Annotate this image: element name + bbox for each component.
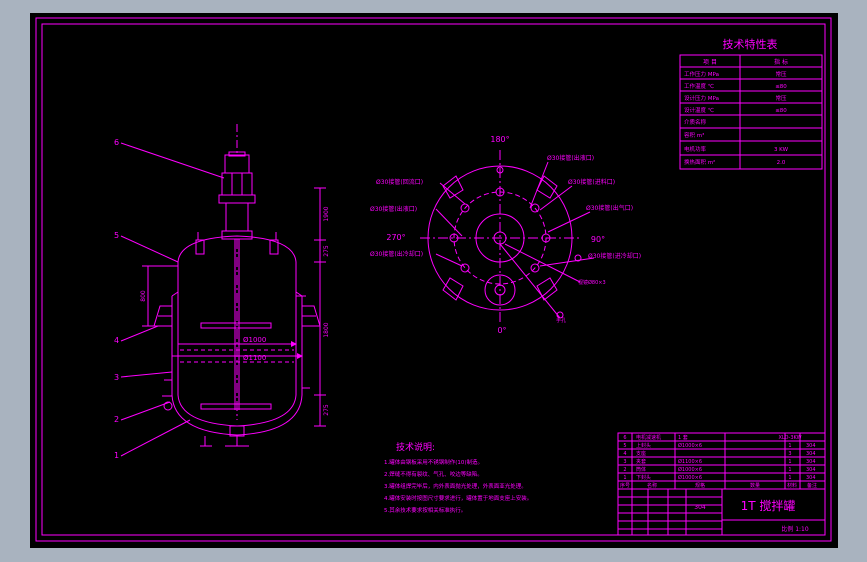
outer-border [35,17,832,542]
part-label-1: 1 [114,451,119,460]
angle-0: 0° [497,326,506,335]
tb-part-mat: 304 [806,467,816,473]
spec-row-value: 2.0 [777,160,786,166]
spec-row-value: 常压 [775,94,787,102]
dim-800: 800 [140,290,147,302]
nozzle-label-6: Ø30接管(出液口) [370,205,417,213]
spec-row-value: 常压 [775,70,787,78]
tb-part-no: 5 [623,443,626,449]
tb-header-cell: 规格 [695,482,705,489]
note-line: 3.罐体组焊完毕后，内外表面抛光处理，外表面亚光处理。 [384,482,527,490]
notes-lines: 1.罐体由钢板采用不锈钢制作(10)制造。 2.焊缝不得有裂纹、气孔、咬边等缺陷。… [384,458,532,514]
dimension-lines [142,187,326,427]
hand-hole-label: 手孔 [556,317,566,324]
tb-part-spec: Ø1000×6 [678,442,702,449]
part-label-5: 5 [114,231,119,240]
spec-header-item: 项 目 [703,59,717,66]
note-line: 1.罐体由钢板采用不锈钢制作(10)制造。 [384,458,483,466]
tb-part-spec: Ø1000×6 [678,466,702,473]
tb-part-qty: 1 [788,443,791,449]
nozzle-label-4: Ø30接管(进冷却口) [588,252,641,260]
tb-part-name: 夹套 [636,458,646,465]
nozzle-label-1: Ø30接管(出液口) [547,154,594,162]
nozzle-label-3: Ø30接管(出气口) [586,204,633,212]
spec-table [679,54,823,170]
nozzle-label-2: Ø30接管(进料口) [568,178,615,186]
drawing-material: 304 [694,504,706,511]
drawing-title: 1T 搅拌罐 [741,498,796,513]
angle-270: 270° [386,233,405,242]
part-leaders [120,142,225,457]
spec-row-label: 介质名称 [684,118,707,126]
spec-row-label: 电机功率 [684,145,707,153]
part-label-2: 2 [114,415,119,424]
notes-title: 技术说明: [396,441,435,453]
tb-header-cell: 序号 [620,482,630,489]
diameter-jacket: Ø1100 [243,354,266,362]
tb-part-no: 2 [623,467,626,473]
drawing-scale: 比例 1:10 [781,525,809,533]
tb-part-name: 下封头 [636,474,651,481]
spec-row-label: 工作压力 MPa [684,70,719,78]
inner-border [41,23,826,536]
tb-part-qty: 1 [788,459,791,465]
spec-table-title: 技术特性表 [723,37,778,51]
tb-part-qty: XLD-3KW [778,435,801,441]
note-line: 4.罐体安装时按图尺寸要求进行，罐体置于地面支座上安装。 [384,494,532,502]
part-label-4: 4 [114,336,119,345]
spec-header-value: 指 标 [774,58,788,66]
dim-1800: 1800 [323,322,330,337]
tank-elevation [153,124,321,447]
spec-row-value: 3 KW [774,147,789,153]
tb-part-mat: 304 [806,459,816,465]
spec-row-value: ≤80 [775,108,787,114]
tb-part-mat: 304 [806,443,816,449]
spec-row-label: 换热面积 m² [684,158,715,166]
tb-part-qty: 1 [788,475,791,481]
tb-header-cell: 名称 [647,482,657,489]
angle-90: 90° [591,235,605,244]
tb-part-spec: Ø1100×6 [678,458,702,465]
spec-row-label: 设计压力 MPa [684,94,719,102]
tb-header-cell: 材料 [787,482,797,489]
tb-part-no: 1 [623,475,626,481]
note-line: 2.焊缝不得有裂纹、气孔、咬边等缺陷。 [384,470,483,478]
plan-view [420,150,595,325]
tb-part-no: 4 [623,451,626,457]
drawing-sheet [30,13,838,548]
tb-part-name: 筒体 [636,466,646,473]
nozzle-label-7: Ø30接管(出冷却口) [370,250,423,258]
diameter-inner: Ø1000 [243,336,266,344]
tb-part-mat: 304 [806,475,816,481]
tb-part-qty: 1 [788,467,791,473]
dim-275-top: 275 [323,245,330,257]
tb-part-no: 3 [623,459,626,465]
tb-part-mat: 304 [806,451,816,457]
dim-1900: 1900 [323,206,330,221]
nozzle-label-5: Ø30接管(回流口) [376,178,423,186]
title-block [617,432,826,536]
tb-part-name: 电机减速机 [636,434,661,441]
tb-part-name: 支座 [636,450,646,457]
spec-row-value: ≤80 [775,84,787,90]
part-label-6: 6 [114,138,119,147]
tb-header-cell: 备注 [807,482,817,489]
dim-275-bottom: 275 [323,404,330,416]
tb-part-spec: Ø1000×6 [678,474,702,481]
tb-part-name: 上封头 [636,442,651,449]
part-label-3: 3 [114,373,119,382]
spec-row-label: 设计温度 ℃ [684,106,714,114]
spec-row-label: 工作温度 ℃ [684,82,714,90]
tb-header-cell: 数量 [750,482,760,489]
tb-part-spec: 1 套 [678,434,688,441]
tb-part-qty: 3 [788,451,791,457]
angle-180: 180° [490,135,509,144]
spec-row-label: 容积 m³ [684,131,704,139]
title-block-rows: 6 电机减速机 1 套 XLD-3KW 5 上封头 Ø1000×6 1 304 4 支座 3 304 3 夹… [620,434,817,489]
note-line: 5.其余技术要求按相关标准执行。 [384,506,466,514]
sight-glass-label: 视镜Ø80×3 [578,279,606,286]
tb-part-no: 6 [623,435,626,441]
